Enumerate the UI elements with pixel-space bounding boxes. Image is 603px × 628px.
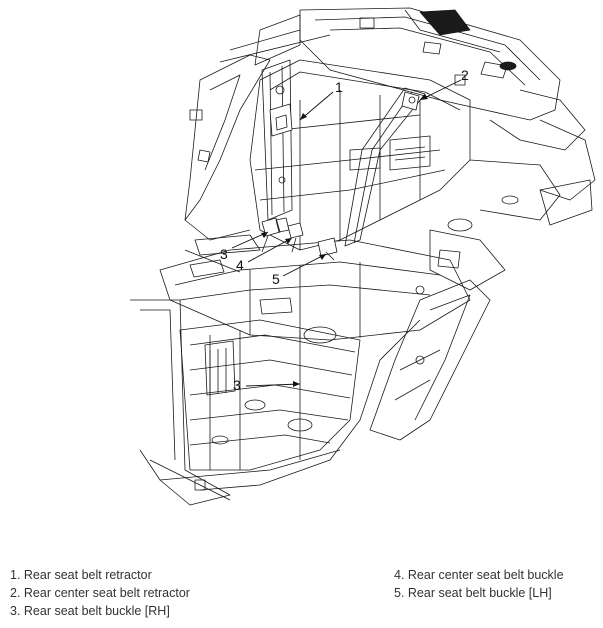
- legend-left-column: 1. Rear seat belt retractor 2. Rear cent…: [10, 566, 190, 620]
- callout-5: 5: [272, 271, 280, 287]
- callout-1: 1: [335, 79, 343, 95]
- callout-4: 4: [236, 257, 244, 273]
- left-quarter-panel: [184, 54, 271, 273]
- rear-package-tray: [219, 7, 561, 121]
- legend-item-3: 3. Rear seat belt buckle [RH]: [10, 604, 170, 618]
- legend-item-2: 2. Rear center seat belt retractor: [10, 586, 190, 600]
- speaker-grille: [419, 9, 517, 71]
- callout-arrowheads: [261, 94, 428, 387]
- rear-center-seat-belt-retractor: [344, 87, 426, 247]
- rear-floor-pan: [159, 239, 471, 344]
- legend-right-column: 4. Rear center seat belt buckle 5. Rear …: [394, 566, 564, 602]
- rear-end-panel: [130, 299, 421, 506]
- callout-3: 3: [220, 246, 228, 262]
- legend-item-1: 1. Rear seat belt retractor: [10, 568, 152, 582]
- callout-2: 2: [461, 67, 469, 83]
- right-quarter-panel: [429, 89, 596, 291]
- luggage-floor: [179, 319, 361, 471]
- callout-3-lower: 3: [233, 377, 241, 393]
- legend-item-5: 5. Rear seat belt buckle [LH]: [394, 586, 552, 600]
- seat-back-frame: [249, 59, 471, 251]
- rear-seat-belt-retractor: [261, 59, 293, 221]
- seat-belt-buckles: [261, 217, 338, 261]
- legend-item-4: 4. Rear center seat belt buckle: [394, 568, 564, 582]
- callout-leaders: [231, 79, 462, 387]
- rear-seat-belt-diagram: 1 2 3 4 5 3: [130, 7, 596, 506]
- right-side-member: [369, 279, 491, 441]
